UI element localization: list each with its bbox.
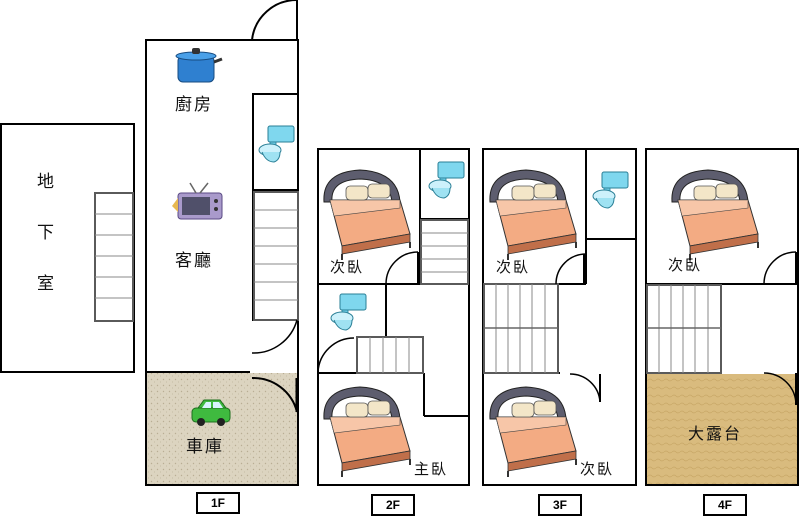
room-label-bed2-3f-bottom: 次臥 bbox=[580, 460, 615, 478]
room-label-kitchen: 廚房 bbox=[175, 95, 213, 115]
pot-icon bbox=[175, 48, 223, 83]
room-label-garage: 車庫 bbox=[186, 437, 224, 457]
room-label-living: 客廳 bbox=[175, 251, 213, 271]
room-label-bed2-2f: 次臥 bbox=[330, 258, 365, 276]
door-swing-icon bbox=[251, 0, 299, 413]
room-label-bed2-4f: 次臥 bbox=[668, 256, 703, 274]
tv-icon bbox=[172, 182, 223, 220]
stairs-icon bbox=[94, 192, 134, 322]
stairs-icon bbox=[646, 284, 722, 374]
garage-area bbox=[147, 373, 297, 484]
floor-tag-1f: 1F bbox=[196, 492, 240, 514]
room-label-basement: 地下室 bbox=[33, 172, 53, 325]
stairs-icon bbox=[253, 191, 299, 321]
terrace-area bbox=[647, 374, 797, 484]
room-label-bed2-3f-top: 次臥 bbox=[496, 258, 531, 276]
stairs-icon bbox=[356, 336, 424, 374]
door-swing-icon bbox=[317, 251, 419, 373]
door-swing-icon bbox=[555, 253, 601, 403]
floor-tag-4f: 4F bbox=[703, 494, 747, 516]
floor-tag-3f: 3F bbox=[538, 494, 582, 516]
door-swing-icon bbox=[763, 251, 797, 406]
car-icon bbox=[191, 399, 231, 426]
stairs-icon bbox=[483, 283, 559, 374]
room-label-terrace: 大露台 bbox=[688, 424, 743, 443]
stairs-icon bbox=[420, 219, 469, 285]
room-label-master: 主臥 bbox=[414, 460, 449, 478]
floor-tag-2f: 2F bbox=[371, 494, 415, 516]
